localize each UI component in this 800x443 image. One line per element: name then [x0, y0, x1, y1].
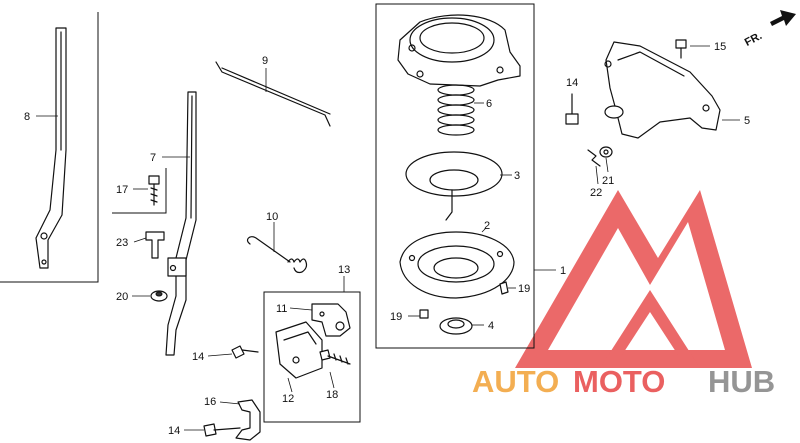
- part-6-cover: [397, 14, 521, 87]
- part-14-bolt-a: [231, 345, 259, 359]
- callout-6: 6: [486, 98, 492, 110]
- svg-text:AUTO: AUTO: [472, 364, 559, 399]
- part-1-group-frame: [375, 3, 535, 349]
- watermark-logo-icon: [515, 190, 752, 368]
- part-12-bracket: [275, 321, 323, 379]
- callout-14-a: 14: [192, 351, 204, 363]
- part-20-grommet: [150, 290, 168, 302]
- callout-4: 4: [488, 320, 494, 332]
- part-10-spring: [246, 236, 308, 274]
- part-7-lever: [165, 91, 197, 356]
- callout-2: 2: [484, 220, 490, 232]
- callout-12: 12: [282, 393, 294, 405]
- callout-19-b: 19: [390, 311, 402, 323]
- part-2-housing: [399, 231, 515, 299]
- part-21-washer: [599, 146, 613, 158]
- callout-23: 23: [116, 237, 128, 249]
- callout-20: 20: [116, 291, 128, 303]
- part-14-bolt-b: [203, 423, 241, 437]
- part-17-bolt: [148, 175, 160, 206]
- callout-18: 18: [326, 389, 338, 401]
- part-16-clamp: [235, 399, 261, 441]
- svg-text:MOTO: MOTO: [573, 364, 665, 399]
- part-19-screw-b: [419, 309, 429, 319]
- svg-text:HUB: HUB: [708, 364, 775, 399]
- part-22-clip: [587, 149, 601, 167]
- callout-21: 21: [602, 175, 614, 187]
- callout-16: 16: [204, 396, 216, 408]
- callout-1: 1: [560, 265, 566, 277]
- part-19-screw-a: [499, 281, 509, 295]
- part-14-bolt-c: [565, 93, 579, 125]
- callout-10: 10: [266, 211, 278, 223]
- callout-fr: FR.: [743, 30, 764, 49]
- callout-22: 22: [590, 187, 602, 199]
- part-8-arm: [35, 27, 67, 269]
- callout-9: 9: [262, 55, 268, 67]
- part-8-frame: [0, 12, 99, 283]
- callout-5: 5: [744, 115, 750, 127]
- part-5-bracket: [604, 41, 721, 139]
- part-3-diaphragm: [405, 151, 503, 221]
- part-6-spring: [437, 84, 475, 136]
- part-4-valve: [439, 317, 473, 335]
- watermark-wordmark: AUTO MOTO HUB: [472, 364, 775, 399]
- front-direction-arrow-icon: [770, 10, 796, 26]
- callout-8: 8: [24, 111, 30, 123]
- callout-3: 3: [514, 170, 520, 182]
- callout-17: 17: [116, 184, 128, 196]
- callout-14-b: 14: [168, 425, 180, 437]
- part-9-wire: [215, 61, 331, 127]
- part-23-pin: [145, 231, 165, 259]
- callout-15: 15: [714, 41, 726, 53]
- callout-7: 7: [150, 152, 156, 164]
- callout-19-a: 19: [518, 283, 530, 295]
- callout-14-c: 14: [566, 77, 578, 89]
- callout-13: 13: [338, 264, 350, 276]
- part-11-plate: [311, 303, 351, 337]
- part-18-screw: [319, 349, 351, 365]
- part-13-group-frame: [263, 291, 361, 423]
- part-15-bolt: [675, 39, 687, 59]
- callout-11: 11: [276, 303, 287, 315]
